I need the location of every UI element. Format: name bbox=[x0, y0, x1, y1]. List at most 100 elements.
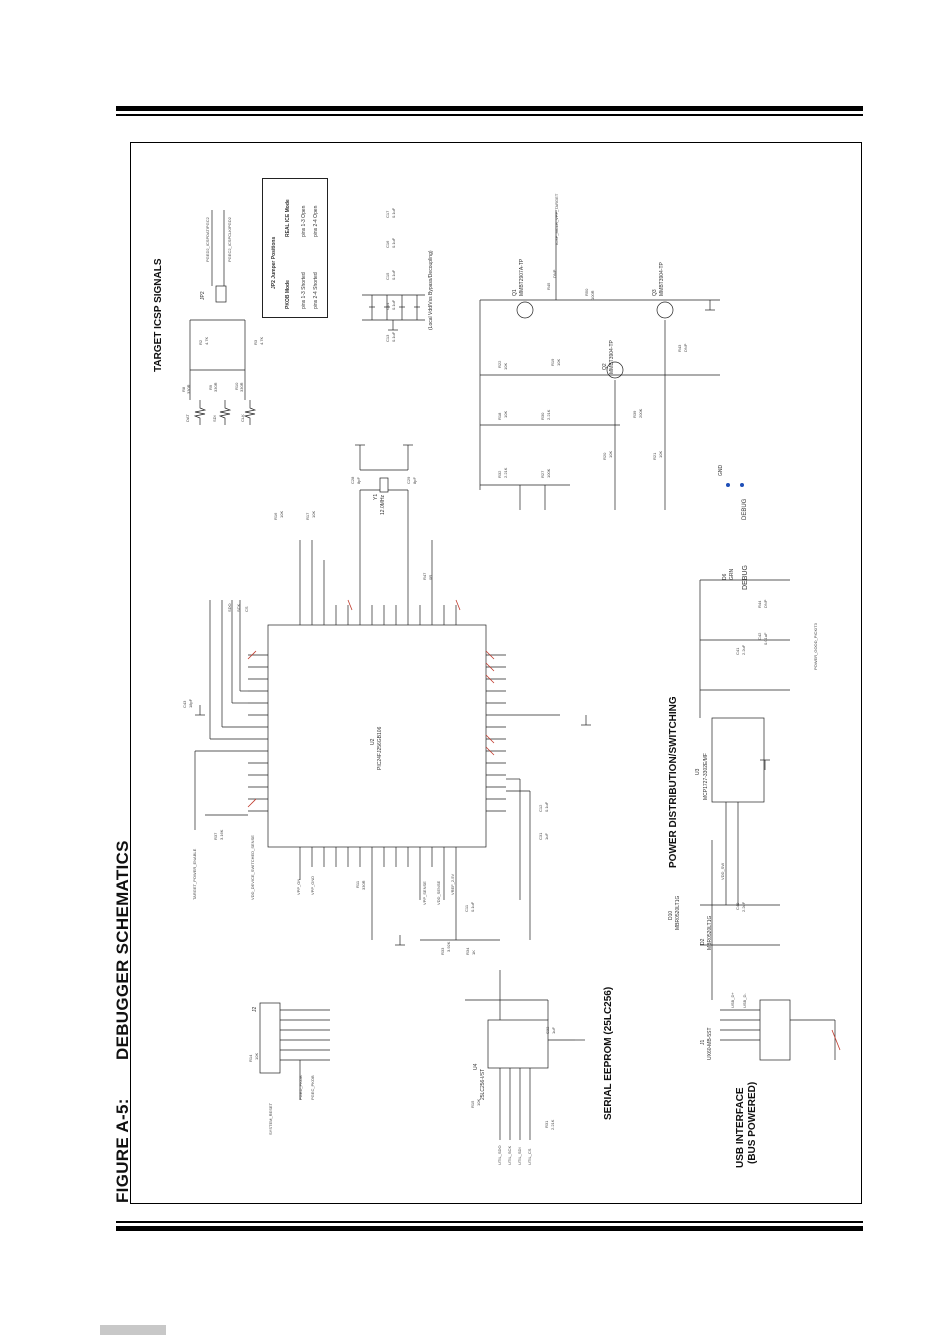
net-label: SDI bbox=[212, 415, 217, 422]
net-label: VDD_DEVICE_SWITCHED_SENSE bbox=[250, 835, 255, 900]
resistor-value: 3.16K bbox=[219, 829, 224, 840]
resistor-value: 4.7K bbox=[204, 336, 209, 345]
net-label: PGEC_PKOB bbox=[310, 1075, 315, 1100]
d2-ref: D2 bbox=[700, 938, 706, 945]
d2-part: MBR0520LT1G bbox=[707, 915, 713, 950]
resistor-value: 330R bbox=[361, 880, 366, 890]
resistor-value: 100K bbox=[546, 468, 551, 478]
resistor-label: R31 bbox=[544, 1120, 549, 1128]
y1-ref: Y1 bbox=[373, 493, 379, 500]
jumper-table-header-realice: REAL ICE Mode bbox=[285, 199, 291, 237]
capacitor-value: 2.2uF bbox=[741, 901, 746, 912]
mcu-part: PIC24FJ256GB106 bbox=[377, 726, 383, 770]
d10-part: MBR0520LT1G bbox=[675, 895, 681, 930]
capacitor-label: C41 bbox=[735, 647, 740, 655]
q3-ref: Q3 bbox=[652, 289, 658, 296]
resistor-label: R20 bbox=[602, 452, 607, 460]
jumper-table-cell: pins 1-3 Open bbox=[301, 205, 307, 237]
resistor-label: R43 bbox=[677, 344, 682, 352]
capacitor-value: 2.2uF bbox=[741, 644, 746, 655]
q3-part: MMBT3904-TP bbox=[659, 262, 665, 296]
debug-led-label: DEBUG bbox=[742, 565, 749, 590]
capacitor-label: C43 bbox=[182, 700, 187, 708]
jumper-table-cell: pins 2-4 Open bbox=[313, 205, 319, 237]
resistor-value: DNP bbox=[763, 599, 768, 608]
net-label: VPP_ON bbox=[296, 878, 301, 895]
resistor-label: R16 bbox=[273, 512, 278, 520]
net-label: SCK bbox=[236, 603, 241, 612]
resistor-value: 10K bbox=[503, 410, 508, 418]
jp2-ref: JP2 bbox=[200, 291, 206, 300]
capacitor-value: 8pF bbox=[412, 477, 417, 484]
resistor-label: R37 bbox=[213, 832, 218, 840]
jumper-positions-table: JP2 Jumper Positions PKOB Mode REAL ICE … bbox=[262, 178, 328, 318]
capacitor-label: C17 bbox=[385, 210, 390, 218]
capacitor-value: 0.1uF bbox=[391, 237, 396, 248]
u4-ref: U4 bbox=[473, 1063, 479, 1070]
net-label: DAT bbox=[185, 414, 190, 422]
jumper-table-cell: pins 1-3 Shorted bbox=[301, 272, 307, 309]
net-label: SDO bbox=[227, 603, 232, 612]
net-label: SYSTEM_RESET bbox=[268, 1102, 273, 1135]
debug-label: DEBUG bbox=[742, 498, 748, 520]
resistor-label: R33 bbox=[440, 947, 445, 955]
resistor-label: R30 bbox=[540, 412, 545, 420]
capacitor-value: 0.01uF bbox=[763, 632, 768, 645]
resistor-value: 0R bbox=[428, 574, 433, 580]
net-label: USB_D+ bbox=[730, 992, 735, 1008]
resistor-label: R15 bbox=[470, 1100, 475, 1108]
d6-ref: D6 bbox=[722, 573, 728, 580]
schematic-frame bbox=[130, 142, 862, 1204]
resistor-label: R50 bbox=[584, 288, 589, 296]
capacitor-value: 0.1uF bbox=[391, 331, 396, 342]
capacitor-value: 8pF bbox=[356, 477, 361, 484]
bypass-note: (Local Vdd/Vss Bypass/Decoupling) bbox=[428, 250, 434, 331]
resistor-value: 330R bbox=[186, 384, 191, 394]
net-label: TARGET_POWER_ENABLE bbox=[192, 848, 197, 900]
resistor-value: 330R bbox=[239, 382, 244, 392]
q1-ref: Q1 bbox=[512, 289, 518, 296]
capacitor-label: C11 bbox=[464, 904, 469, 912]
jumper-table-cell: pins 2-4 Shorted bbox=[313, 272, 319, 309]
resistor-value: 10K bbox=[476, 1098, 481, 1106]
resistor-label: R19 bbox=[550, 358, 555, 366]
resistor-value: 1K bbox=[471, 950, 476, 955]
resistor-value: 3.92K bbox=[446, 941, 451, 952]
resistor-value: 2.21K bbox=[550, 1119, 555, 1130]
resistor-value: 10K bbox=[503, 362, 508, 370]
resistor-value: 100R bbox=[590, 290, 595, 300]
resistor-label: R18 bbox=[497, 412, 502, 420]
resistor-value: 10K bbox=[279, 510, 284, 518]
capacitor-value: 0.1uF bbox=[470, 901, 475, 912]
u4-part: 25LC256-I/ST bbox=[480, 1068, 486, 1100]
resistor-label: R14 bbox=[248, 1054, 253, 1062]
gnd-label: GND bbox=[718, 464, 724, 476]
resistor-value: 330R bbox=[213, 382, 218, 392]
resistor-label: R47 bbox=[422, 572, 427, 580]
resistor-value: DNP bbox=[552, 269, 557, 278]
d6-part: GRN bbox=[729, 568, 735, 580]
resistor-label: R45 bbox=[546, 282, 551, 290]
capacitor-value: 18pF bbox=[188, 698, 193, 708]
net-label: UTIL_SCK bbox=[507, 1145, 512, 1165]
resistor-label: R22 bbox=[497, 360, 502, 368]
capacitor-label: C29 bbox=[406, 476, 411, 484]
net-label: PGED2_ICSPDAT/PGC2 bbox=[205, 217, 210, 262]
resistor-label: R27 bbox=[540, 470, 545, 478]
capacitor-value: 1uF bbox=[544, 833, 549, 840]
capacitor-label: C40 bbox=[735, 902, 740, 910]
net-label: UTIL_CS bbox=[527, 1148, 532, 1165]
capacitor-label: C32 bbox=[545, 1026, 550, 1034]
bottom-rule-thin bbox=[116, 1221, 863, 1223]
resistor-value: 10K bbox=[608, 450, 613, 458]
capacitor-value: 1uF bbox=[551, 1027, 556, 1034]
j2-ref: J2 bbox=[252, 1006, 258, 1012]
footer-tab bbox=[100, 1325, 166, 1335]
net-label: VPP_SENSE bbox=[422, 881, 427, 905]
resistor-value: 10K bbox=[556, 358, 561, 366]
net-label: UTIL_SDI bbox=[517, 1147, 522, 1165]
top-rule-thick bbox=[116, 106, 863, 111]
resistor-label: R2 bbox=[198, 339, 203, 345]
u3-part: MCP1727-3302E/MF bbox=[703, 753, 709, 800]
net-label: USB_D- bbox=[742, 993, 747, 1008]
